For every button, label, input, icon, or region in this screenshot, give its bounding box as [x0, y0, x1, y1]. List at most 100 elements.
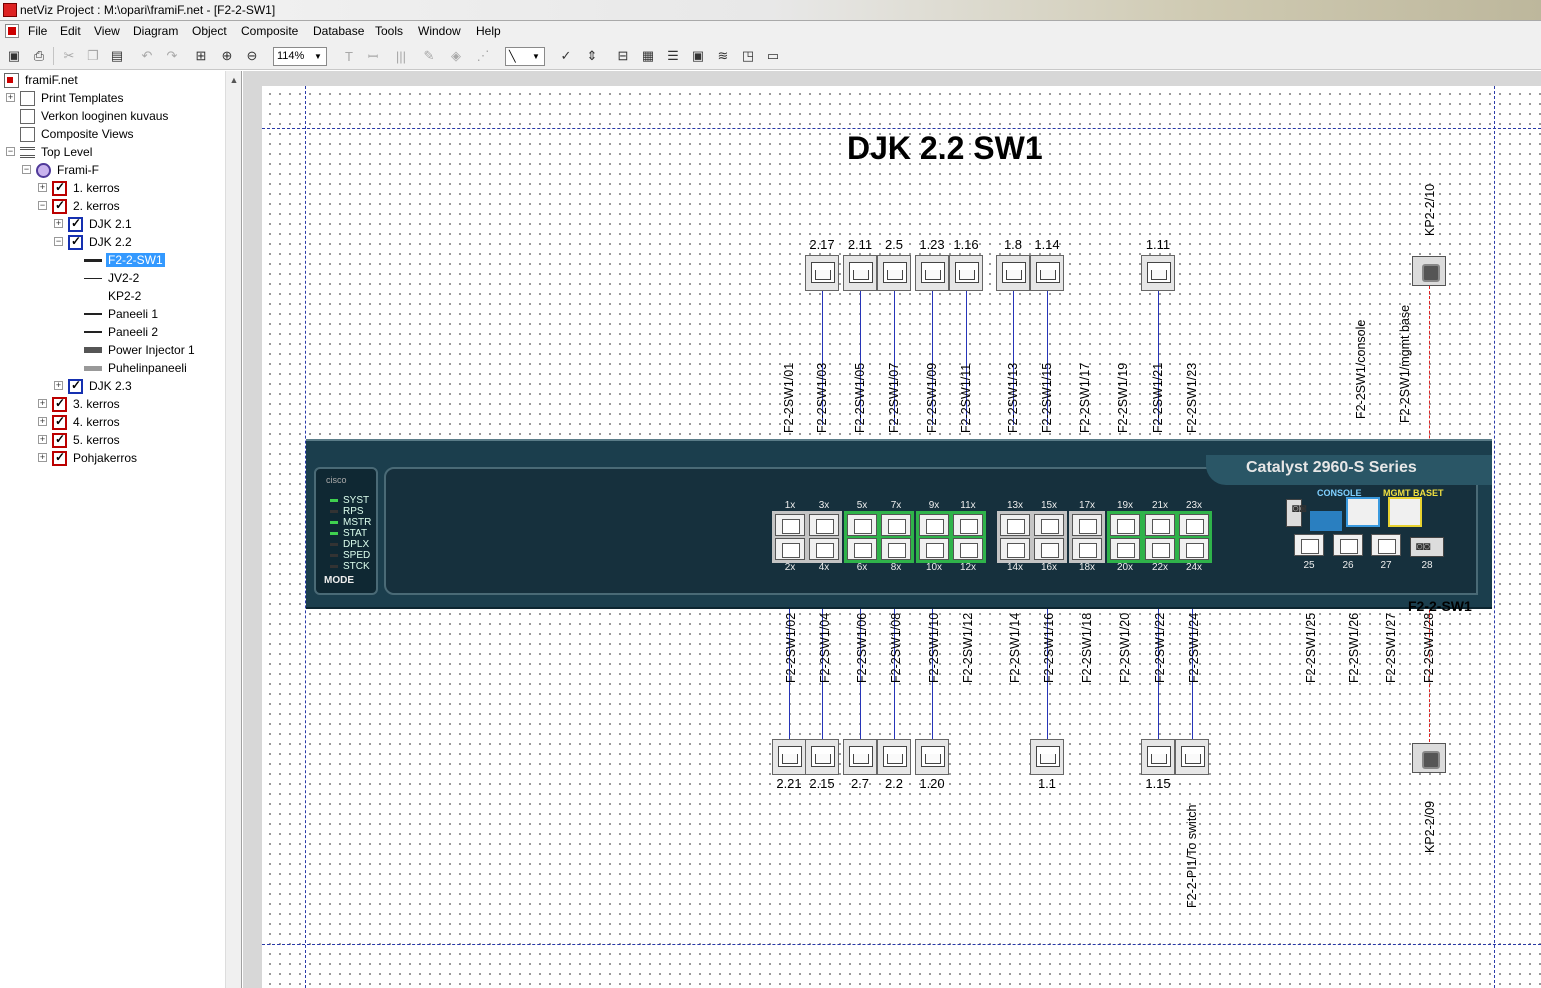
wall-jack[interactable] [805, 255, 839, 291]
switch-port[interactable] [1110, 514, 1140, 536]
menu-diagram[interactable]: Diagram [133, 24, 179, 38]
menu-database[interactable]: Database [313, 24, 365, 38]
tree-view-icon[interactable]: ⊟ [617, 48, 629, 63]
fiber-port[interactable] [1412, 743, 1446, 773]
wall-jack[interactable] [1030, 739, 1064, 775]
switch-port[interactable] [1145, 538, 1175, 560]
tree-item-4-kerros[interactable]: + 4. kerros [38, 413, 122, 431]
undo-icon[interactable]: ↶ [141, 48, 153, 63]
save-icon[interactable]: ▣ [7, 48, 21, 63]
expand-icon[interactable]: + [54, 380, 63, 390]
wall-jack[interactable] [805, 739, 839, 775]
collapse-icon[interactable]: − [6, 146, 15, 156]
switch-device[interactable]: cisco SYST RPS MSTR STAT DPLX SPED STCK … [306, 439, 1492, 609]
image-icon[interactable]: ▣ [691, 48, 705, 63]
zoom-out-icon[interactable]: ⊖ [246, 48, 258, 63]
menu-help[interactable]: Help [476, 24, 501, 38]
switch-port[interactable] [847, 538, 877, 560]
menu-composite[interactable]: Composite [241, 24, 299, 38]
switch-port[interactable] [1145, 514, 1175, 536]
tree-item-2-kerros[interactable]: − 2. kerros [38, 197, 122, 215]
fill-icon[interactable]: ◈ [451, 48, 461, 63]
wall-jack[interactable] [877, 255, 911, 291]
usb-port[interactable] [1286, 499, 1307, 527]
tree-item-frami-f[interactable]: − Frami-F [22, 162, 99, 178]
uplink-port[interactable] [1371, 534, 1401, 556]
mode-button[interactable]: MODE [324, 575, 354, 586]
expand-icon[interactable]: + [38, 434, 47, 444]
copy-icon[interactable]: ❐ [87, 48, 99, 63]
diagram-sheet[interactable]: DJK 2.2 SW1 2.17 2.11 2.5 1.23 1.16 [262, 86, 1541, 988]
switch-port[interactable] [919, 538, 949, 560]
expand-icon[interactable]: + [54, 218, 63, 228]
scroll-up-icon[interactable]: ▲ [229, 74, 239, 85]
menu-edit[interactable]: Edit [60, 24, 81, 38]
diagram-canvas[interactable]: DJK 2.2 SW1 2.17 2.11 2.5 1.23 1.16 [243, 71, 1541, 988]
tree-item-paneeli-1[interactable]: Paneeli 1 [84, 305, 160, 323]
menu-file[interactable]: File [28, 24, 48, 38]
switch-port[interactable] [953, 538, 983, 560]
switch-port[interactable] [1072, 538, 1102, 560]
zoom-select[interactable]: 114% ▼ [273, 47, 327, 66]
switch-port[interactable] [1072, 514, 1102, 536]
wall-jack[interactable] [843, 739, 877, 775]
wall-jack[interactable] [949, 255, 983, 291]
monitor-icon[interactable]: ▭ [766, 48, 780, 63]
pointer-icon[interactable]: ✓ [560, 48, 572, 63]
wall-jack[interactable] [915, 739, 949, 775]
tree-item-1-kerros[interactable]: + 1. kerros [38, 179, 122, 197]
menu-view[interactable]: View [94, 24, 120, 38]
expand-icon[interactable]: + [38, 182, 47, 192]
zoom-in-icon[interactable]: ⊕ [221, 48, 233, 63]
fiber-port[interactable] [1412, 256, 1446, 286]
switch-port[interactable] [809, 514, 839, 536]
tree-item-verkon[interactable]: Verkon looginen kuvaus [20, 107, 170, 125]
collapse-icon[interactable]: − [22, 164, 31, 174]
table-icon[interactable]: ☰ [667, 48, 679, 63]
tree-item-print-templates[interactable]: + Print Templates [6, 90, 124, 106]
layers-icon[interactable]: ▦ [641, 48, 655, 63]
tree-item-paneeli-2[interactable]: Paneeli 2 [84, 323, 160, 341]
wall-jack[interactable] [1030, 255, 1064, 291]
switch-port[interactable] [881, 514, 911, 536]
tree-item-power-injector[interactable]: Power Injector 1 [84, 341, 197, 359]
menu-tools[interactable]: Tools [375, 24, 404, 38]
font-size-icon[interactable]: ꟷ [367, 49, 379, 64]
wall-jack[interactable] [1141, 255, 1175, 291]
stack-icon[interactable]: ≋ [717, 48, 729, 63]
switch-port[interactable] [1000, 538, 1030, 560]
switch-port[interactable] [775, 538, 805, 560]
tree-item-puhelinpaneeli[interactable]: Puhelinpaneeli [84, 359, 189, 377]
menu-window[interactable]: Window [418, 24, 461, 38]
switch-port[interactable] [953, 514, 983, 536]
collapse-icon[interactable]: − [54, 236, 63, 246]
tree-item-jv2-2[interactable]: JV2-2 [84, 269, 141, 287]
tree-item-5-kerros[interactable]: + 5. kerros [38, 431, 122, 449]
tree-root[interactable]: framiF.net [4, 71, 80, 89]
tree-item-djk-2-3[interactable]: + DJK 2.3 [54, 377, 134, 395]
tree-item-composite-views[interactable]: Composite Views [20, 125, 135, 143]
wall-jack[interactable] [915, 255, 949, 291]
switch-port[interactable] [1179, 538, 1209, 560]
expand-icon[interactable]: + [38, 452, 47, 462]
menu-object[interactable]: Object [192, 24, 227, 38]
tree-item-djk-2-2[interactable]: − DJK 2.2 [54, 233, 134, 251]
tree-item-pohjakerros[interactable]: + Pohjakerros [38, 449, 139, 467]
print-icon[interactable]: ⎙ [33, 48, 45, 63]
wall-jack[interactable] [1141, 739, 1175, 775]
switch-port[interactable] [847, 514, 877, 536]
align-icon[interactable]: ⋰ [476, 48, 490, 63]
expand-icon[interactable]: + [6, 92, 15, 102]
line-select[interactable]: ╲ ▼ [505, 47, 545, 66]
zoom-fit-icon[interactable]: ⊞ [195, 48, 207, 63]
mini-usb-port[interactable] [1310, 511, 1342, 531]
console-port[interactable] [1346, 497, 1380, 527]
switch-port[interactable] [775, 514, 805, 536]
mgmt-port[interactable] [1388, 497, 1422, 527]
tree-item-kp2-2[interactable]: KP2-2 [84, 287, 143, 305]
text-icon[interactable]: T [345, 48, 353, 64]
tree-item-top-level[interactable]: − Top Level [6, 145, 93, 159]
wall-jack[interactable] [877, 739, 911, 775]
switch-port[interactable] [1110, 538, 1140, 560]
switch-port[interactable] [1034, 538, 1064, 560]
